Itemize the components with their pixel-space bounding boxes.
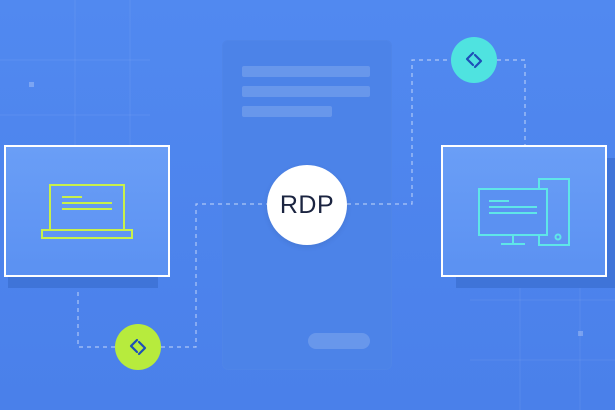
grid-dot — [578, 331, 583, 336]
rdp-node: RDP — [267, 165, 347, 245]
server-pill — [308, 333, 370, 349]
server-line — [242, 86, 370, 97]
grid-dot — [29, 82, 34, 87]
remote-connection-icon — [129, 338, 147, 356]
host-window — [441, 145, 607, 277]
dashed-path-right-center — [347, 59, 451, 205]
laptop-icon — [41, 184, 133, 239]
remote-connection-badge-bottom — [115, 324, 161, 370]
client-window — [4, 145, 170, 277]
rdp-label: RDP — [279, 190, 335, 219]
server-line — [242, 106, 332, 117]
dashed-path-right-top — [497, 59, 526, 146]
remote-connection-badge-top — [451, 37, 497, 83]
desktop-computer-icon — [478, 178, 570, 246]
dashed-path-left-bottom — [77, 292, 115, 348]
dashed-path-left-center — [161, 203, 267, 348]
server-line — [242, 66, 370, 77]
remote-connection-icon — [465, 51, 483, 69]
